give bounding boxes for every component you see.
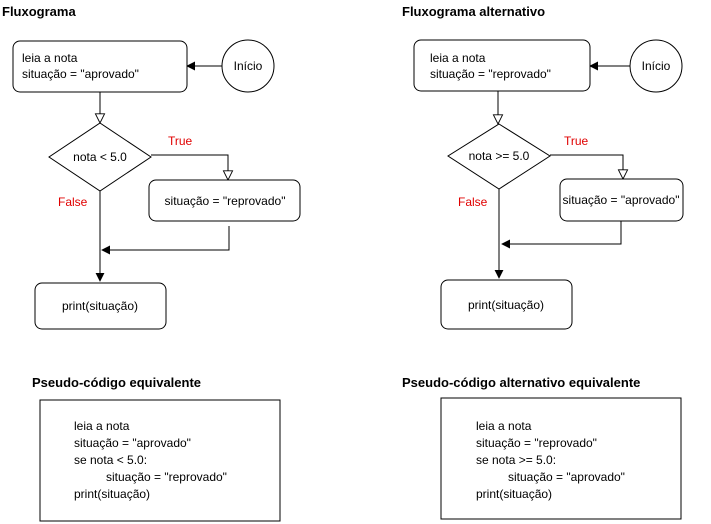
left-print-label: print(situação) [62,299,138,313]
right-read-line2: situação = "reprovado" [430,67,551,81]
right-print-box [440,279,573,330]
left-pseudo-line2: situação = "aprovado" [74,436,191,450]
edge-decision-true [151,154,228,180]
left-pseudo-line5: print(situação) [74,487,150,501]
left-true-label: True [168,134,193,148]
right-title: Fluxograma alternativo [402,4,545,19]
right-pseudo-line1: leia a nota [476,419,532,433]
right-pseudo-line2: situação = "reprovado" [476,436,597,450]
left-start-label: Início [234,59,263,73]
right-pseudo-line4: situação = "aprovado" [508,470,625,484]
left-title: Fluxograma [2,4,76,19]
right-assign-box [559,178,684,222]
left-decision-diamond [48,122,152,192]
left-flowchart: Fluxograma Início leia a nota situação =… [2,4,301,522]
right-false-label: False [458,195,488,209]
left-pseudo-title: Pseudo-código equivalente [32,375,201,390]
left-false-label: False [58,195,88,209]
left-decision-label: nota < 5.0 [73,150,127,164]
left-start-node [221,39,275,93]
right-pseudo-line5: print(situação) [476,487,552,501]
right-decision-label: nota >= 5.0 [469,149,530,163]
edge-assign-merge [101,226,230,255]
right-true-label: True [564,134,589,148]
right-read-line1: leia a nota [430,51,486,65]
right-pseudo-box [440,397,682,520]
left-read-line1: leia a nota [22,51,78,65]
left-pseudo-line1: leia a nota [74,419,130,433]
left-pseudo-line3: se nota < 5.0: [74,453,147,467]
right-assign-label: situação = "aprovado" [563,193,680,207]
right-pseudo-title: Pseudo-código alternativo equivalente [402,375,640,390]
left-pseudo-box [39,399,281,522]
right-print-label: print(situação) [468,298,544,312]
right-start-label: Início [642,59,671,73]
right-pseudo-line3: se nota >= 5.0: [476,453,556,467]
left-print-box [34,282,167,330]
right-start-node [629,39,683,93]
right-flowchart: Fluxograma alternativo Início leia a not… [402,4,684,520]
edge-assign-merge-alt [501,221,622,249]
right-read-box [413,39,591,92]
left-read-line2: situação = "aprovado" [22,67,139,81]
right-decision-diamond [447,123,551,190]
left-assign-box [148,179,301,222]
left-pseudo-line4: situação = "reprovado" [106,470,227,484]
edge-decision-true-alt [550,154,623,179]
left-read-box [12,40,188,93]
left-assign-label: situação = "reprovado" [165,194,286,208]
